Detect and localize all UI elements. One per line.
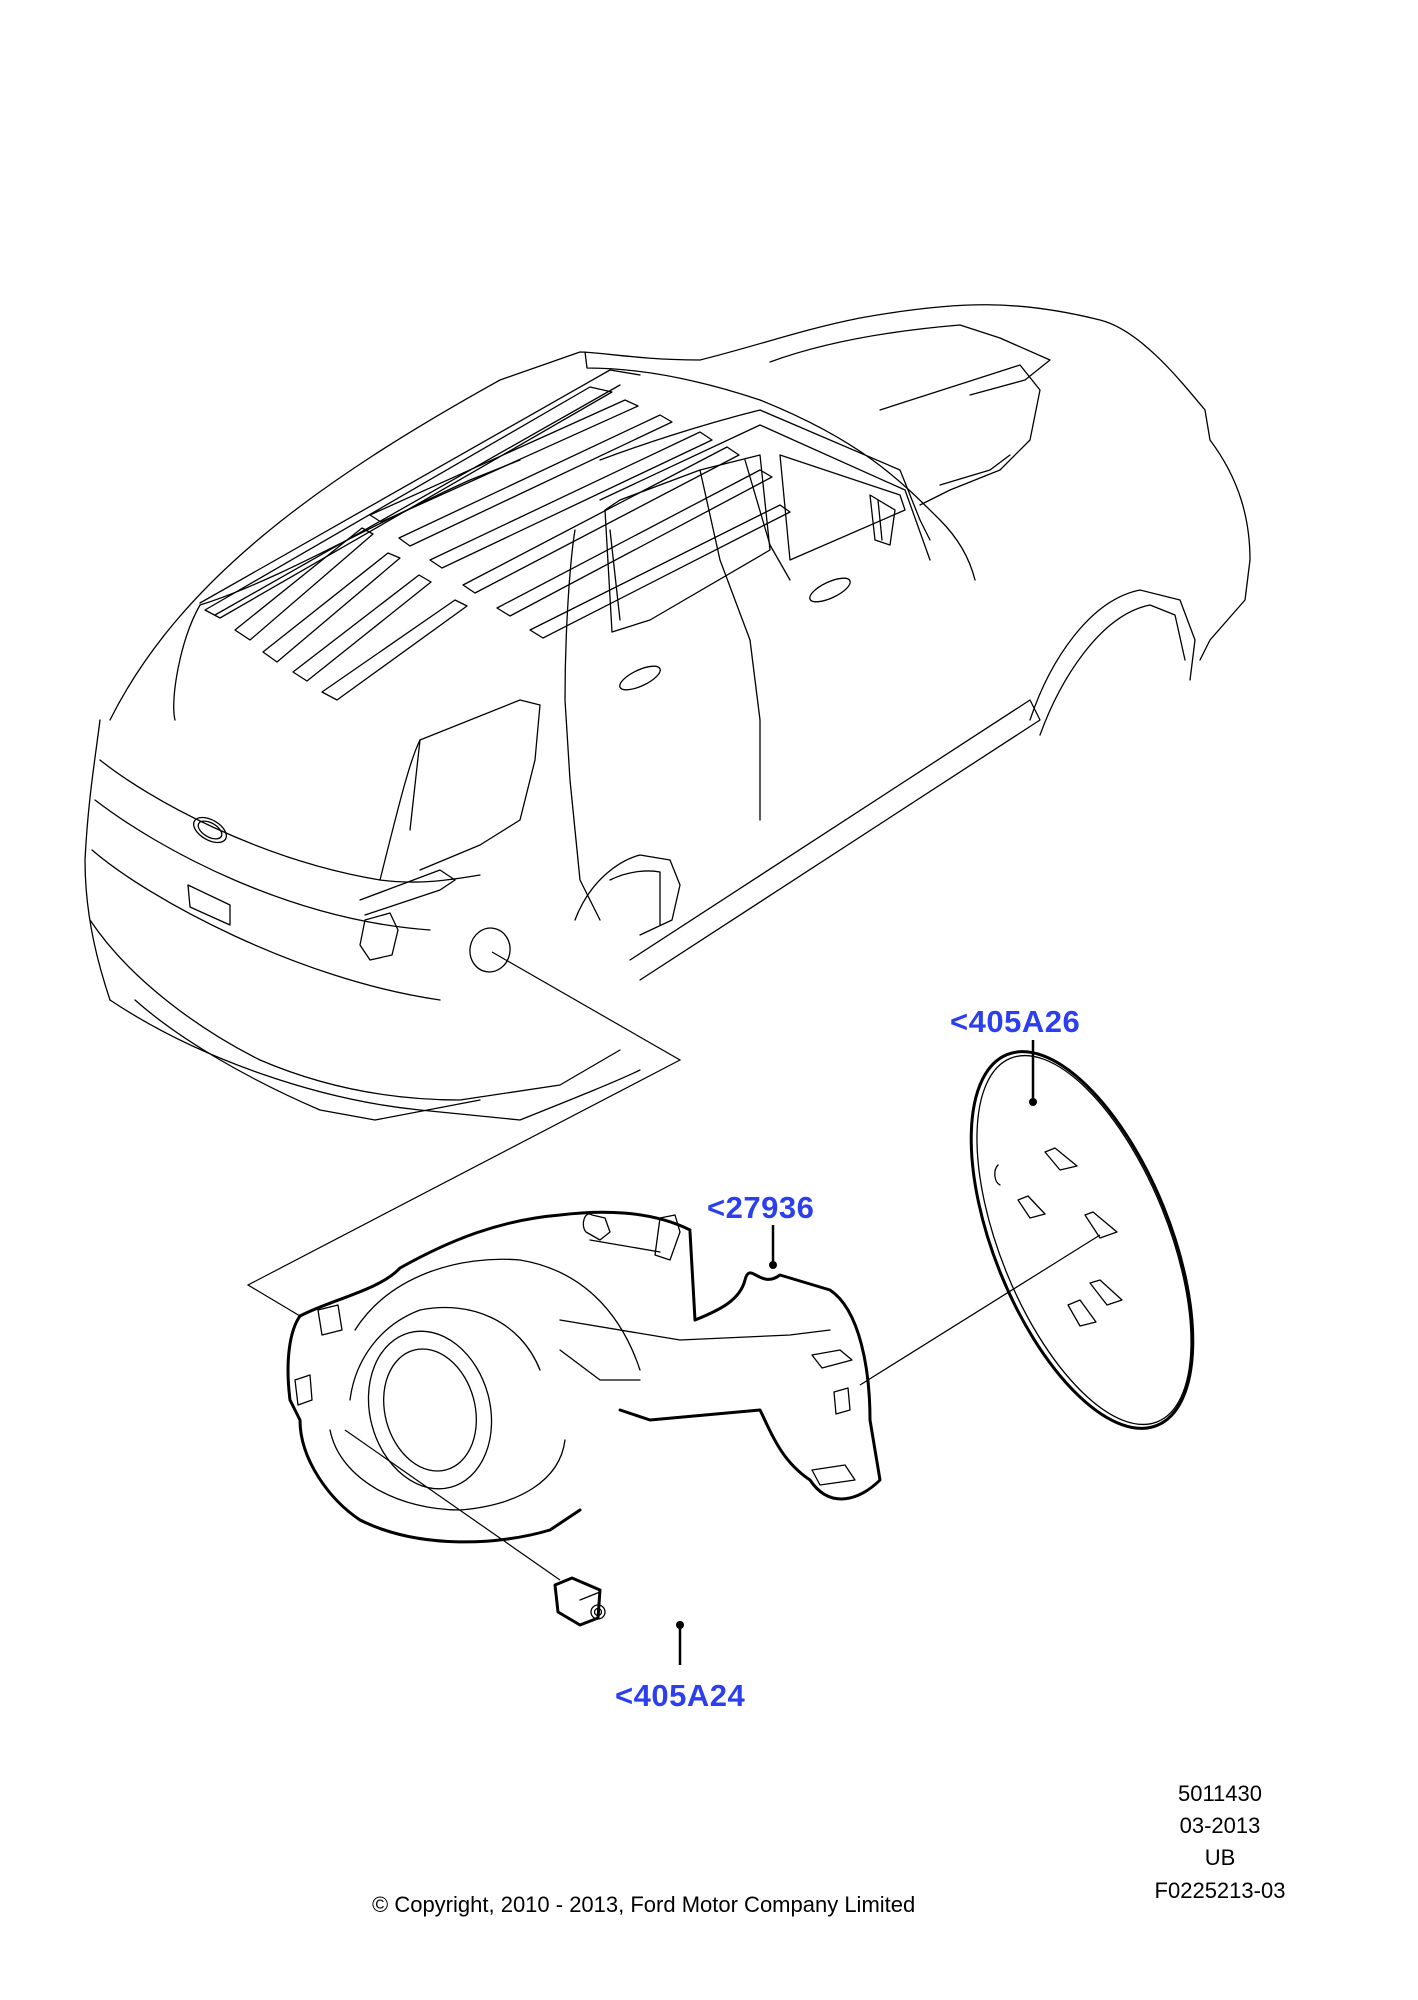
callout-405A26[interactable]: <405A26	[950, 1004, 1081, 1039]
detail-leader-outline	[246, 951, 682, 1317]
vehicle-outline	[84, 304, 1251, 1121]
figure-id: F0225213-03	[1154, 1878, 1286, 1903]
callout-405A24[interactable]: <405A24	[615, 1678, 746, 1713]
copyright-notice: © Copyright, 2010 - 2013, Ford Motor Com…	[372, 1892, 916, 1917]
illustration-date: 03-2013	[1179, 1813, 1261, 1838]
callout-dot-405A24	[676, 1621, 684, 1629]
callout-dot-27936	[769, 1261, 777, 1269]
leader-housing-to-actuator	[344, 1429, 561, 1581]
callout-dot-405A26	[1029, 1098, 1037, 1106]
callout-27936[interactable]: <27936	[707, 1190, 815, 1225]
leader-housing-to-door	[859, 1234, 1101, 1386]
actuator-part	[553, 1576, 606, 1627]
illustration-code: UB	[1204, 1845, 1236, 1870]
roof-slats	[204, 386, 791, 701]
fuel-filler-housing-part	[286, 1210, 882, 1544]
illustration-number: 5011430	[1177, 1781, 1262, 1806]
fuel-door-cover-part	[969, 1050, 1195, 1430]
